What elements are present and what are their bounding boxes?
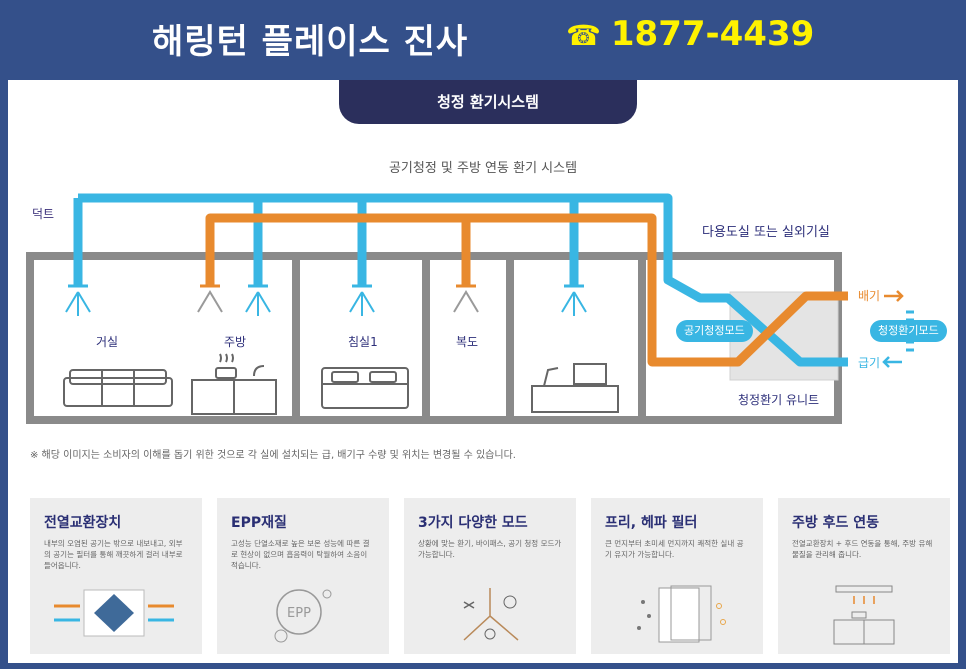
brand-title: 해링턴 플레이스 진사 <box>152 22 469 62</box>
feature-title: EPP재질 <box>231 515 287 531</box>
diagram-subtitle: 공기청정 및 주방 연동 환기 시스템 <box>388 161 578 176</box>
exhaust-label: 배기 <box>858 289 880 303</box>
header-bar: 해링턴 플레이스 진사 ☎ 1877-4439 <box>0 0 966 80</box>
room-label-hallway: 복도 <box>456 335 478 349</box>
supply-airflow-arrows <box>65 291 587 316</box>
feature-card-epp: EPP재질 고성능 단열소재로 높은 보온 성능에 따른 결로 현상이 없으며 … <box>217 498 389 654</box>
kitchen-counter-icon <box>191 353 277 415</box>
disclaimer-note: ※ 해당 이미지는 소비자의 이해를 돕기 위한 것으로 각 실에 설치되는 급… <box>30 450 516 461</box>
feature-desc: 내부의 오염된 공기는 밖으로 내보내고, 외부의 공기는 필터를 통해 깨끗하… <box>44 539 183 570</box>
room-label-living: 거실 <box>96 335 118 349</box>
epp-material-icon: EPP <box>274 589 332 643</box>
bed-icon <box>321 367 409 409</box>
feature-card-hepa-filter: 프리, 헤파 필터 큰 먼지부터 초미세 먼지까지 쾌적한 실내 공기 유지가 … <box>591 498 763 654</box>
feature-desc: 고성능 단열소재로 높은 보온 성능에 따른 결로 현상이 없으며 흡음력이 탁… <box>231 539 370 570</box>
phone-number[interactable]: 1877-4439 <box>610 14 815 54</box>
room-label-kitchen: 주방 <box>224 335 246 349</box>
duct-label: 덕트 <box>32 207 54 221</box>
ventilation-diagram: 덕트 다용도실 또는 실외기실 거실 주방 침실1 복도 청정환기 유니트 배기… <box>26 193 914 424</box>
phone-contact[interactable]: ☎ 1877-4439 <box>566 14 814 54</box>
three-modes-icon <box>463 588 519 641</box>
hepa-filter-icon <box>637 585 726 643</box>
feature-desc: 상황에 맞는 환기, 바이패스, 공기 청정 모드가 가능합니다. <box>418 539 562 559</box>
feature-title: 전열교환장치 <box>44 515 122 531</box>
supply-label: 급기 <box>858 356 880 370</box>
supply-duct <box>73 193 848 367</box>
exhaust-duct <box>205 213 848 367</box>
feature-title: 3가지 다양한 모드 <box>418 515 528 531</box>
section-tab[interactable]: 청정 환기시스템 <box>339 80 637 124</box>
feature-title: 주방 후드 연동 <box>792 515 880 531</box>
sofa-icon <box>63 369 173 407</box>
ventilation-mode-badge: 청정환기모드 <box>870 320 947 342</box>
outside-arrows <box>882 290 904 368</box>
unit-label: 청정환기 유니트 <box>738 393 819 407</box>
heat-exchanger-icon <box>54 589 174 637</box>
feature-desc: 큰 먼지부터 초미세 먼지까지 쾌적한 실내 공기 유지가 가능합니다. <box>605 539 744 559</box>
outdoor-room-label: 다용도실 또는 실외기실 <box>702 225 830 240</box>
feature-cards: 전열교환장치 내부의 오염된 공기는 밖으로 내보내고, 외부의 공기는 필터를… <box>30 498 950 658</box>
svg-text:EPP: EPP <box>287 606 311 621</box>
feature-title: 프리, 헤파 필터 <box>605 515 698 531</box>
feature-desc: 전열교환장치 + 후드 연동을 통해, 주방 유해 물질을 관리해 줍니다. <box>792 539 933 559</box>
purify-mode-badge: 공기청정모드 <box>676 320 753 342</box>
room-label-bedroom: 침실1 <box>348 335 378 349</box>
desk-icon <box>531 363 619 413</box>
exhaust-airflow-arrows <box>197 290 479 313</box>
content-panel: 청정 환기시스템 공기청정 및 주방 연동 환기 시스템 <box>8 80 958 663</box>
kitchen-hood-icon <box>833 585 895 645</box>
feature-card-three-modes: 3가지 다양한 모드 상황에 맞는 환기, 바이패스, 공기 청정 모드가 가능… <box>404 498 576 654</box>
feature-card-kitchen-hood: 주방 후드 연동 전열교환장치 + 후드 연동을 통해, 주방 유해 물질을 관… <box>778 498 950 654</box>
feature-card-heat-exchanger: 전열교환장치 내부의 오염된 공기는 밖으로 내보내고, 외부의 공기는 필터를… <box>30 498 202 654</box>
phone-icon: ☎ <box>566 19 601 52</box>
